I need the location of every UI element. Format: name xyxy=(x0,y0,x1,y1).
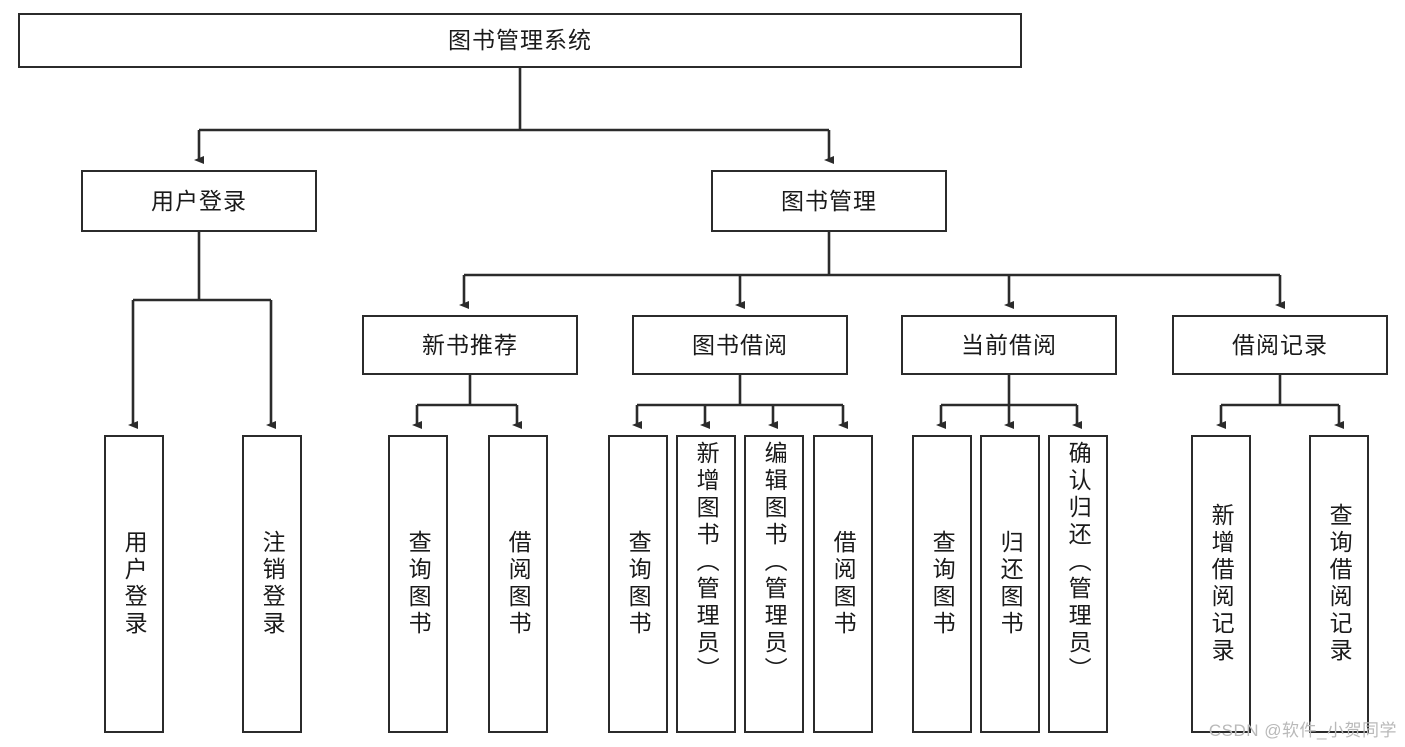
node-current-borrow[interactable]: 当前借阅 xyxy=(901,315,1117,375)
leaf-borrow-book-2-label: 借阅图书 xyxy=(830,530,857,638)
node-root-label: 图书管理系统 xyxy=(448,27,592,54)
leaf-borrow-book-1-label: 借阅图书 xyxy=(505,530,532,638)
node-new-book-recommend[interactable]: 新书推荐 xyxy=(362,315,578,375)
node-book-borrow-label: 图书借阅 xyxy=(692,331,788,358)
leaf-return-book-label: 归还图书 xyxy=(997,530,1024,638)
node-new-book-recommend-label: 新书推荐 xyxy=(422,331,518,358)
leaf-query-book-1[interactable]: 查询图书 xyxy=(388,435,448,733)
leaf-query-record[interactable]: 查询借阅记录 xyxy=(1309,435,1369,733)
leaf-logout-login[interactable]: 注销登录 xyxy=(242,435,302,733)
leaf-user-login[interactable]: 用户登录 xyxy=(104,435,164,733)
leaf-add-book[interactable]: 新增图书（管理员） xyxy=(676,435,736,733)
leaf-query-book-3-label: 查询图书 xyxy=(929,530,956,638)
leaf-add-record-label: 新增借阅记录 xyxy=(1208,503,1235,665)
leaf-query-book-3[interactable]: 查询图书 xyxy=(912,435,972,733)
leaf-return-book[interactable]: 归还图书 xyxy=(980,435,1040,733)
leaf-add-book-label: 新增图书（管理员） xyxy=(693,441,720,684)
leaf-logout-login-label: 注销登录 xyxy=(259,530,286,638)
node-book-management-label: 图书管理 xyxy=(781,187,877,214)
node-root[interactable]: 图书管理系统 xyxy=(18,13,1022,68)
leaf-user-login-label: 用户登录 xyxy=(121,530,148,638)
node-borrow-record[interactable]: 借阅记录 xyxy=(1172,315,1388,375)
leaf-confirm-return-label: 确认归还（管理员） xyxy=(1065,441,1092,684)
node-user-login[interactable]: 用户登录 xyxy=(81,170,317,232)
node-borrow-record-label: 借阅记录 xyxy=(1232,331,1328,358)
node-user-login-label: 用户登录 xyxy=(151,187,247,214)
leaf-add-record[interactable]: 新增借阅记录 xyxy=(1191,435,1251,733)
leaf-confirm-return[interactable]: 确认归还（管理员） xyxy=(1048,435,1108,733)
leaf-edit-book[interactable]: 编辑图书（管理员） xyxy=(744,435,804,733)
node-book-borrow[interactable]: 图书借阅 xyxy=(632,315,848,375)
leaf-query-book-2-label: 查询图书 xyxy=(625,530,652,638)
leaf-query-record-label: 查询借阅记录 xyxy=(1326,503,1353,665)
leaf-query-book-2[interactable]: 查询图书 xyxy=(608,435,668,733)
leaf-edit-book-label: 编辑图书（管理员） xyxy=(761,441,788,684)
leaf-query-book-1-label: 查询图书 xyxy=(405,530,432,638)
node-book-management[interactable]: 图书管理 xyxy=(711,170,947,232)
leaf-borrow-book-2[interactable]: 借阅图书 xyxy=(813,435,873,733)
node-current-borrow-label: 当前借阅 xyxy=(961,331,1057,358)
leaf-borrow-book-1[interactable]: 借阅图书 xyxy=(488,435,548,733)
